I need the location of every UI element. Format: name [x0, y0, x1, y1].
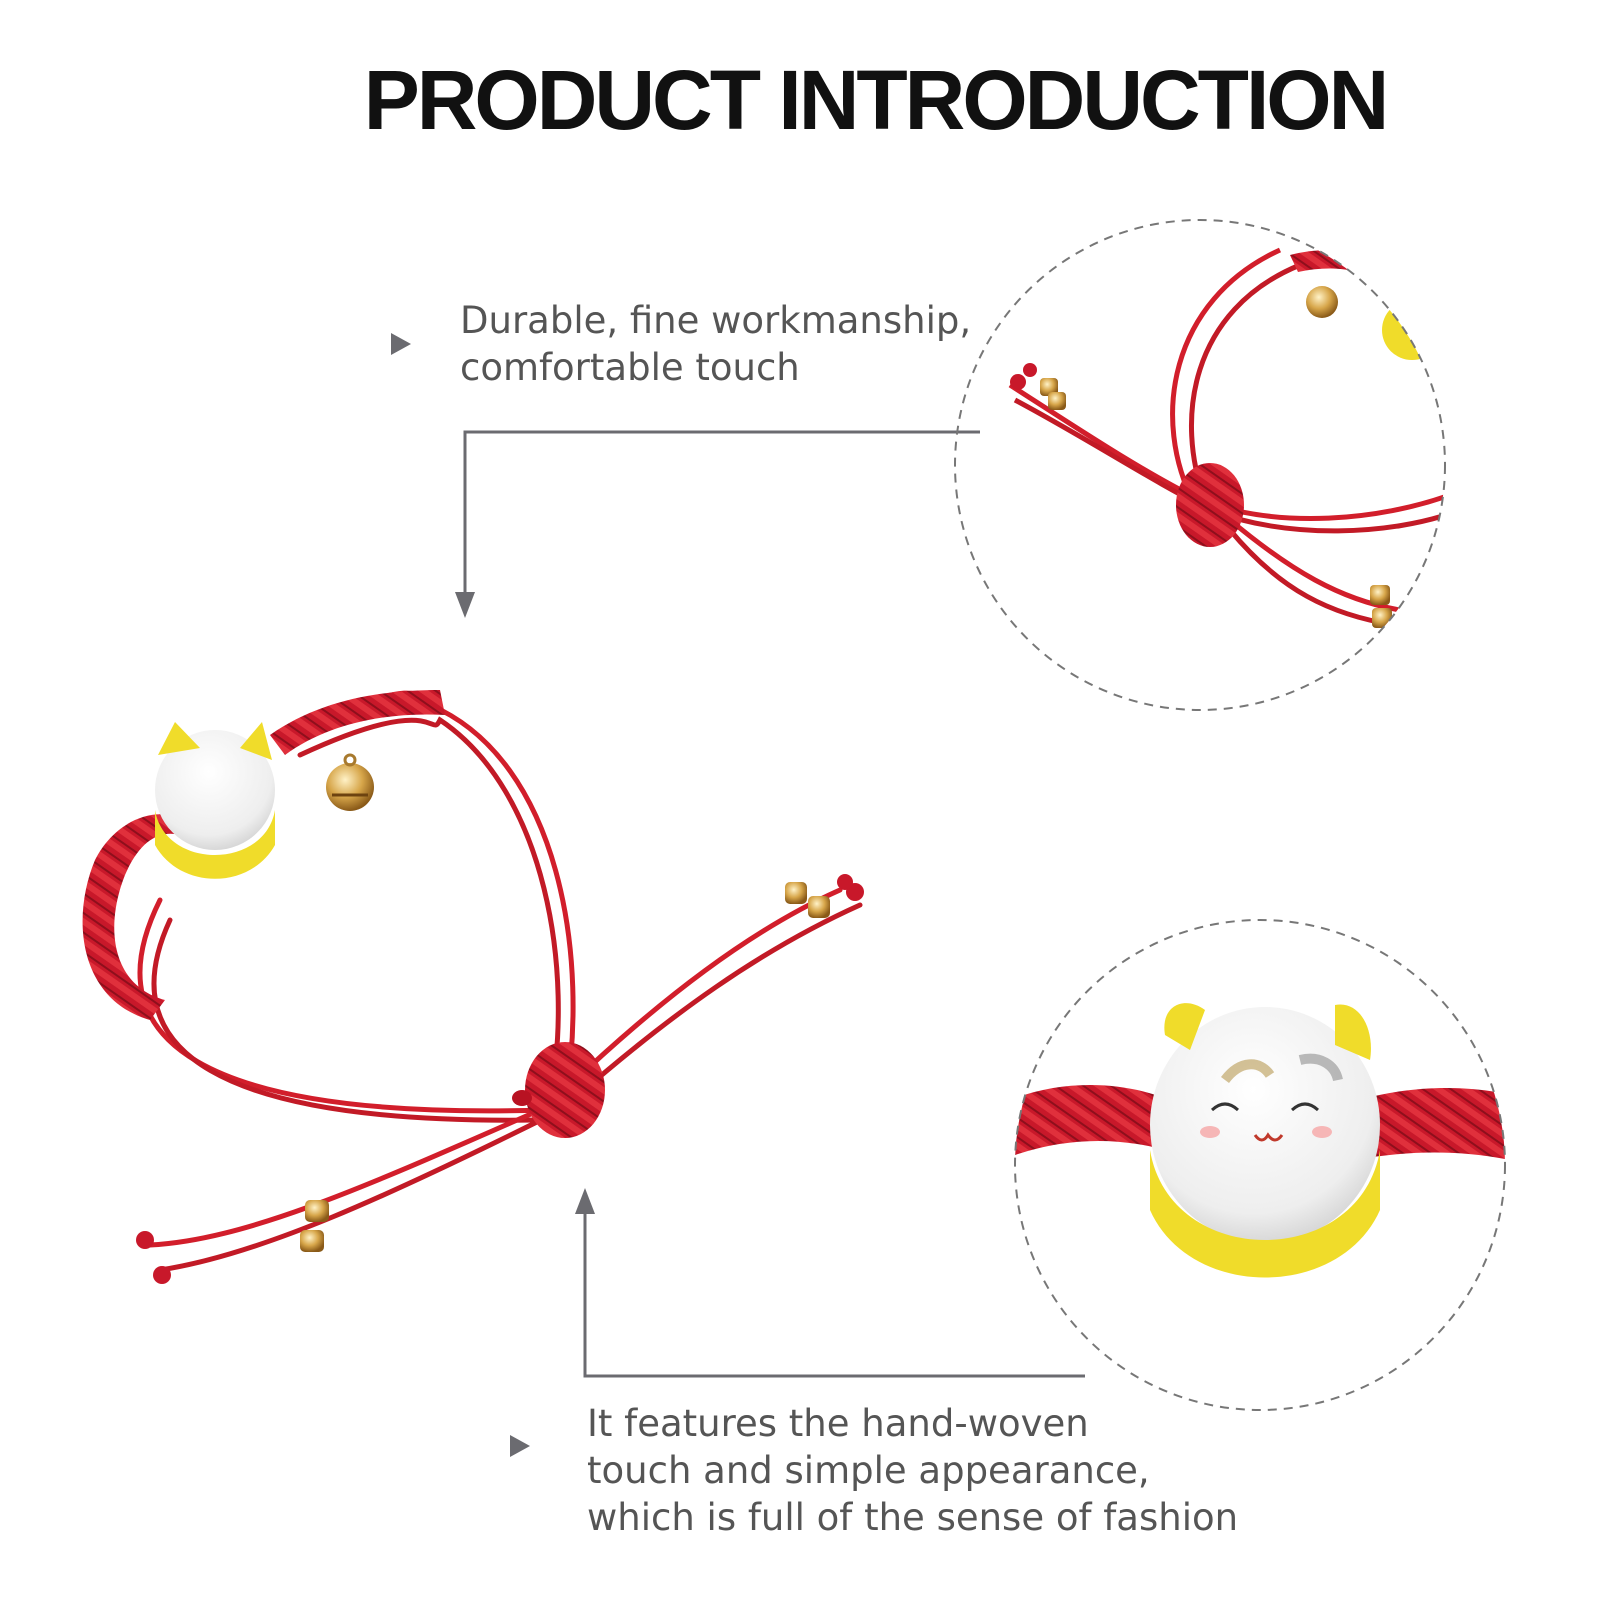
cord-end-knots	[136, 874, 864, 1284]
page-title: PRODUCT INTRODUCTION	[363, 53, 1390, 147]
callout-line: Durable, fine workmanship,	[460, 299, 972, 342]
callout-line: which is full of the sense of fashion	[587, 1496, 1239, 1539]
callout-appearance: It features the hand-woven touch and sim…	[587, 1400, 1238, 1541]
callout-durability: Durable, fine workmanship, comfortable t…	[460, 297, 971, 391]
detail-circle-knot	[954, 219, 1446, 711]
braided-section-left	[82, 814, 180, 1020]
bullet-arrow-icon	[510, 1435, 530, 1457]
guide-arrow-top	[463, 430, 980, 600]
guide-arrow-icon	[575, 1188, 595, 1214]
gold-end-beads	[300, 882, 830, 1252]
guide-arrow-icon	[455, 592, 475, 618]
bell-charm	[326, 753, 374, 811]
callout-line: touch and simple appearance,	[587, 1449, 1150, 1492]
callout-line: It features the hand-woven	[587, 1402, 1089, 1445]
bullet-arrow-icon	[391, 333, 411, 355]
detail-circle-bead	[1014, 919, 1506, 1411]
guide-arrow-bottom	[583, 1205, 1085, 1378]
callout-line: comfortable touch	[460, 346, 800, 389]
sliding-knot	[525, 1042, 605, 1138]
braided-section-top	[270, 690, 445, 755]
cat-bead-charm	[155, 722, 275, 879]
